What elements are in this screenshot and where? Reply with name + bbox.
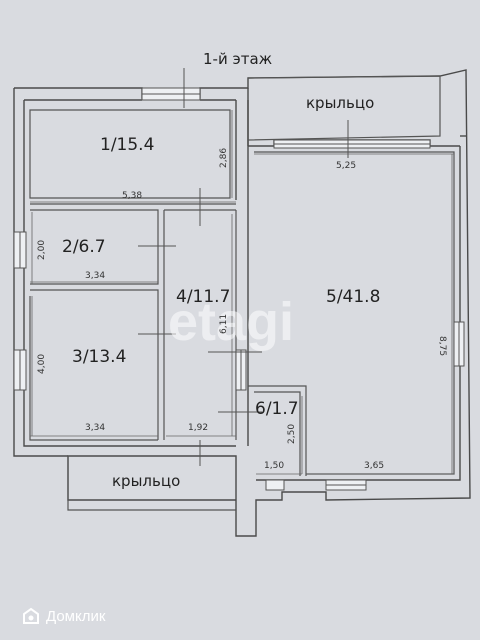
brand-logo: Домклик (22, 604, 105, 628)
dim-334-a: 3,34 (85, 271, 105, 281)
porch-outlines (67, 75, 441, 511)
windows (13, 87, 465, 491)
interior-walls (29, 109, 455, 476)
room-label-3: 3/13.4 (72, 347, 126, 367)
cross-marks (138, 68, 349, 466)
dim-286: 2,86 (219, 148, 229, 168)
dim-525: 5,25 (336, 161, 356, 171)
house-icon (23, 607, 39, 624)
watermark: etagi (168, 292, 294, 352)
room-label-5: 5/41.8 (326, 287, 380, 307)
dim-250: 2,50 (287, 424, 297, 444)
dim-365: 3,65 (364, 461, 384, 471)
floor-title: 1-й этаж (203, 50, 272, 68)
room-label-4: 4/11.7 (176, 287, 230, 307)
dim-192: 1,92 (188, 423, 208, 433)
brand-name: Домклик (46, 607, 106, 625)
window-bottom-small (265, 479, 285, 491)
dim-200: 2,00 (37, 240, 47, 260)
dim-150: 1,50 (264, 461, 284, 471)
room-label-2: 2/6.7 (62, 237, 106, 257)
porch-label-bottom: крыльцо (112, 472, 180, 490)
dim-875: 8,75 (437, 336, 447, 356)
dim-334-b: 3,34 (85, 423, 105, 433)
dim-400: 4,00 (37, 354, 47, 374)
dim-538: 5,38 (122, 191, 142, 201)
room-label-6: 6/1.7 (255, 399, 299, 419)
dim-611: 6,11 (219, 314, 229, 334)
room-label-1: 1/15.4 (100, 135, 154, 155)
porch-label-top: крыльцо (306, 94, 374, 112)
dimension-lines (30, 110, 454, 475)
